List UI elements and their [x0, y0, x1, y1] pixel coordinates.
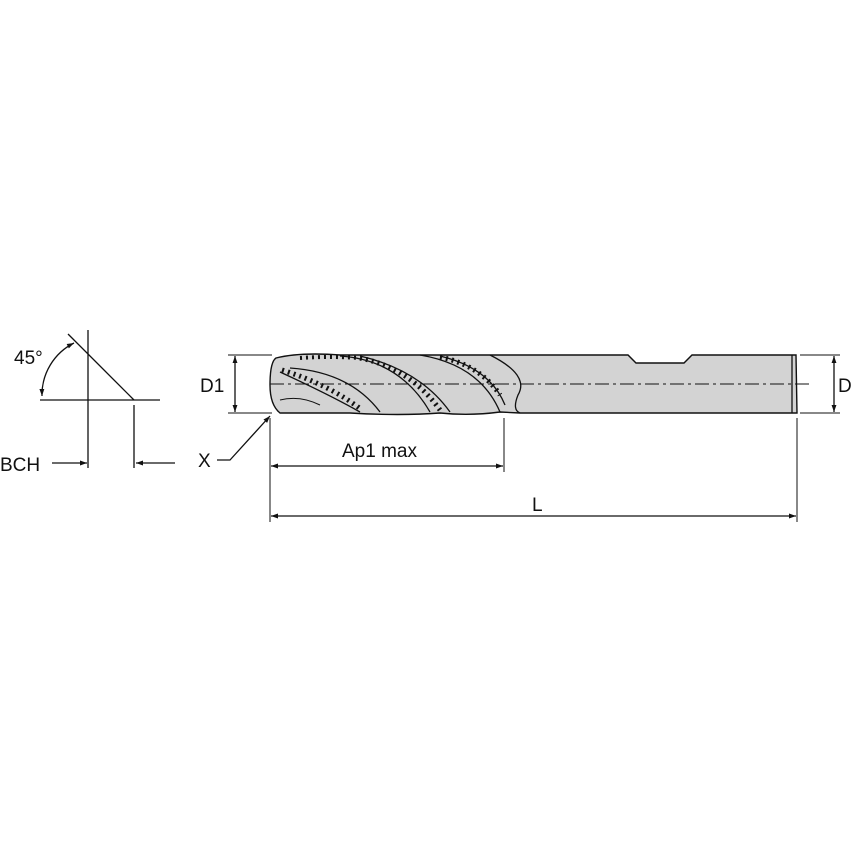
d-label: D: [838, 376, 852, 397]
x-leader: [217, 415, 271, 461]
dimensions: D1 D Ap1 max L X: [198, 354, 852, 522]
ap1-max-label: Ap1 max: [342, 441, 417, 462]
end-mill-tool: [269, 353, 810, 416]
d1-label: D1: [200, 376, 224, 397]
chamfer-detail: 45° BCH: [0, 330, 175, 476]
angle-label: 45°: [14, 348, 43, 369]
x-label: X: [198, 451, 211, 472]
bch-label: BCH: [0, 455, 40, 476]
flute: [279, 371, 361, 413]
flute-runout: [489, 354, 522, 414]
angle-arc: [39, 342, 75, 397]
l-label: L: [532, 495, 543, 516]
